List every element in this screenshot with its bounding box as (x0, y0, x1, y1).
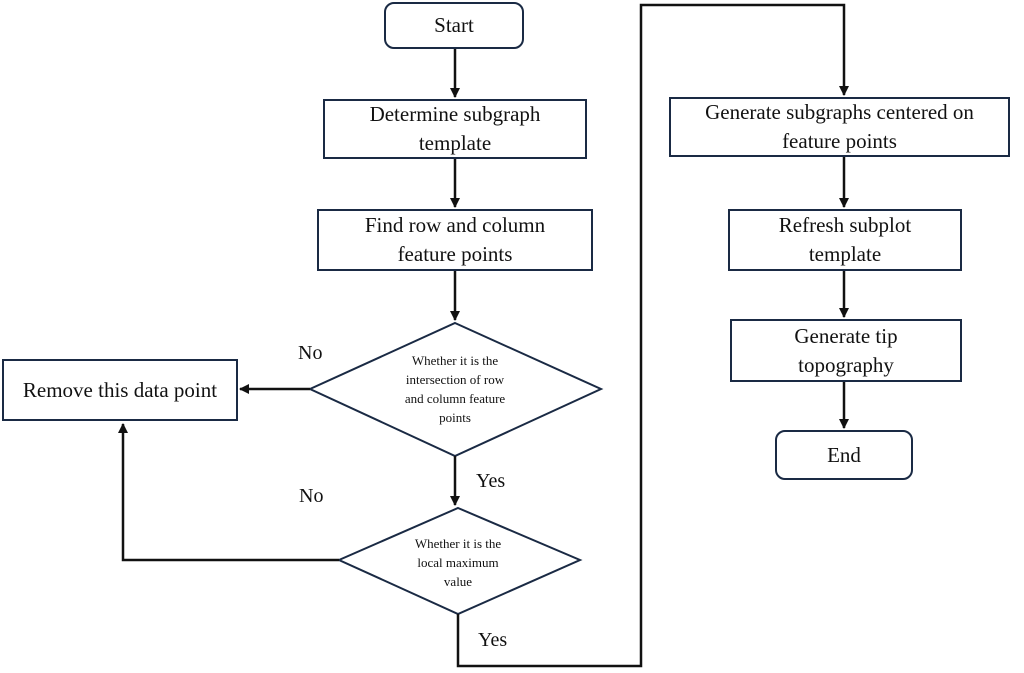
generate-tip-topography-box: Generate tip topography (730, 319, 962, 382)
decision-local-max-label: Whether it is the local maximum value (414, 535, 502, 589)
find-feature-points-label: Find row and column feature points (364, 213, 546, 266)
arrow-decision-local-max-to-generate-subgraphs (456, 3, 849, 668)
start-node: Start (384, 2, 524, 49)
remove-data-point-box: Remove this data point (2, 359, 238, 421)
refresh-subplot-template-box: Refresh subplot template (728, 209, 962, 271)
end-node: End (775, 430, 913, 480)
determine-subgraph-template-label: Determine subgraph template (369, 102, 541, 155)
generate-tip-topography-label: Generate tip topography (794, 323, 898, 377)
arrow-decision-local-max-to-remove (118, 423, 339, 562)
yes-label-local-max: Yes (478, 629, 508, 651)
no-label-intersection: No (298, 342, 323, 364)
start-label: Start (434, 13, 474, 37)
generate-subgraphs-label: Generate subgraphs centered on feature p… (705, 100, 974, 153)
no-label-local-max: No (299, 485, 324, 507)
find-feature-points-box: Find row and column feature points (317, 209, 593, 271)
yes-label-intersection: Yes (476, 470, 506, 492)
refresh-subplot-template-label: Refresh subplot template (778, 213, 912, 266)
decision-intersection-label: Whether it is the intersection of row an… (404, 353, 506, 425)
remove-data-point-label: Remove this data point (22, 377, 218, 402)
determine-subgraph-template-box: Determine subgraph template (323, 99, 587, 159)
end-label: End (827, 442, 861, 467)
generate-subgraphs-box: Generate subgraphs centered on feature p… (669, 97, 1010, 157)
